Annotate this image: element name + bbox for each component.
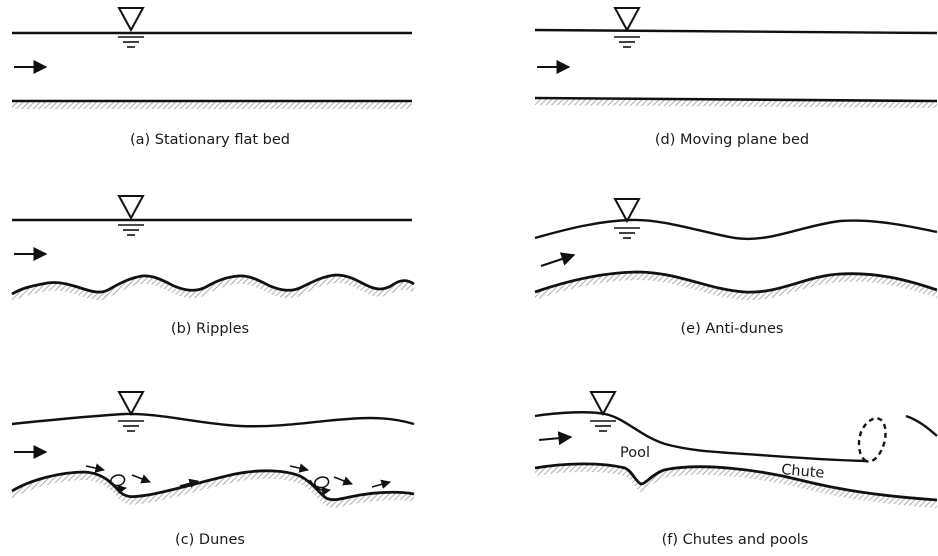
panel-f bbox=[535, 392, 937, 508]
caption-dunes: (c) Dunes bbox=[175, 532, 245, 548]
water-surface-line bbox=[12, 414, 414, 426]
panel-b bbox=[12, 196, 414, 302]
water-surface-line bbox=[535, 412, 866, 461]
water-surface-line bbox=[535, 220, 937, 239]
water-surface-line bbox=[535, 30, 937, 33]
pool-label: Pool bbox=[620, 445, 650, 461]
sediment-hatch bbox=[12, 102, 412, 109]
hydraulic-jump-dashed bbox=[859, 418, 886, 461]
panel-e bbox=[535, 199, 937, 300]
water-surface-symbol-icon bbox=[118, 392, 144, 431]
sediment-hatch bbox=[535, 464, 937, 508]
small-flow-arrow-icon bbox=[290, 466, 308, 470]
sediment-hatch bbox=[12, 471, 414, 508]
panel-c bbox=[12, 392, 414, 508]
water-surface-line-downstream bbox=[906, 416, 937, 436]
small-flow-arrow-icon bbox=[334, 477, 352, 484]
flow-arrow-icon bbox=[539, 437, 571, 440]
flow-arrow-icon bbox=[541, 255, 574, 266]
water-surface-symbol-icon bbox=[118, 8, 144, 47]
caption-anti-dunes: (e) Anti-dunes bbox=[681, 321, 784, 337]
caption-moving-plane-bed: (d) Moving plane bed bbox=[655, 132, 809, 148]
panel-a bbox=[12, 8, 412, 109]
small-flow-arrow-icon bbox=[372, 482, 390, 487]
small-flow-arrow-icon bbox=[86, 466, 104, 470]
small-flow-arrow-icon bbox=[132, 475, 150, 482]
water-surface-symbol-icon bbox=[614, 8, 640, 47]
water-surface-symbol-icon bbox=[118, 196, 144, 235]
caption-chutes-and-pools: (f) Chutes and pools bbox=[662, 532, 809, 548]
caption-ripples: (b) Ripples bbox=[171, 321, 249, 337]
water-surface-symbol-icon bbox=[614, 199, 640, 238]
panel-d bbox=[535, 8, 937, 108]
caption-stationary-flat-bed: (a) Stationary flat bed bbox=[130, 132, 290, 148]
